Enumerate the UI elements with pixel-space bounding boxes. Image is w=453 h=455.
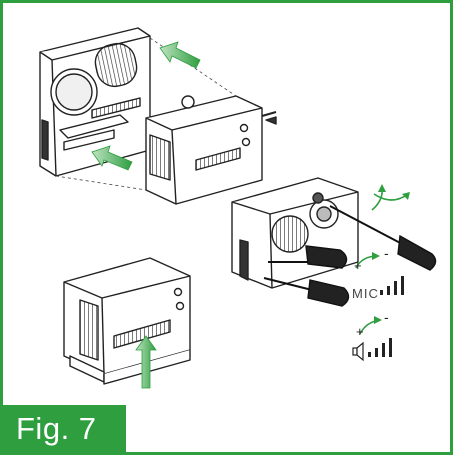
back-module-top: [145, 95, 277, 205]
adjust-unit: [231, 177, 359, 289]
plus-2-label: +: [356, 324, 364, 339]
minus-2-label: -: [384, 309, 389, 325]
screwdriver-icon: [263, 205, 437, 307]
level-bars-speaker: [368, 338, 392, 357]
up-arrow-icon: [135, 335, 157, 389]
minus-1-label: -: [384, 245, 389, 261]
speaker-icon: [352, 341, 364, 362]
arrowhead-icon: [372, 184, 410, 324]
level-bars-mic: [380, 276, 404, 295]
figure-label: Fig. 7: [2, 405, 126, 453]
green-arrow-icon: [91, 41, 201, 171]
assembled-unit: [63, 257, 191, 385]
alignment-lines: [55, 37, 237, 191]
front-panel-top: [39, 27, 151, 177]
rotate-arrow-icon: [355, 185, 409, 335]
plus-1-label: +: [354, 258, 362, 273]
mic-label: MIC: [352, 286, 379, 301]
